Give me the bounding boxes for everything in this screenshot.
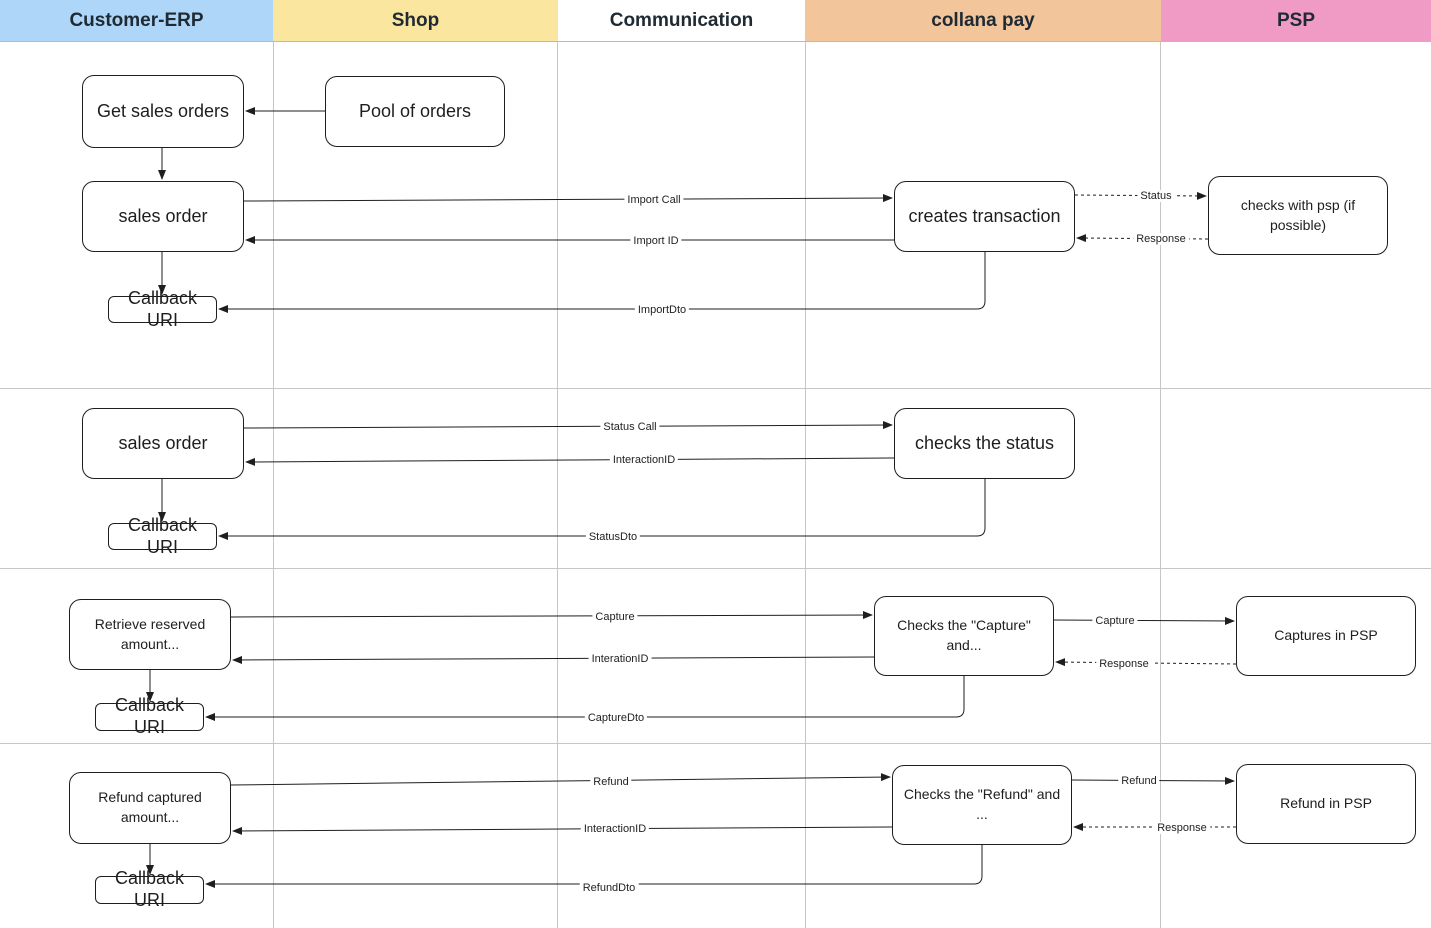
node-refund-in-psp[interactable]: Refund in PSP	[1236, 764, 1416, 844]
node-callback-uri-status[interactable]: Callback URI	[108, 515, 217, 557]
edge-status-1	[1074, 191, 1207, 200]
edge-label-interaction-id-refund: InteractionID	[580, 823, 650, 835]
node-refund-captured-amount[interactable]: Refund captured amount...	[69, 772, 231, 844]
edge-label-status: Status	[1137, 190, 1175, 202]
edge-label-status-call: Status Call	[600, 421, 660, 433]
node-sales-order-status[interactable]: sales order	[82, 408, 244, 479]
edge-label-import-dto: ImportDto	[634, 304, 690, 316]
lane-divider	[805, 42, 806, 928]
edge-status-dto	[218, 479, 986, 540]
section-divider	[0, 568, 1431, 569]
lane-header-collana-pay: collana pay	[805, 0, 1161, 42]
edge-label-refund: Refund	[590, 776, 632, 788]
edge-response-1	[1076, 234, 1209, 243]
node-sales-order-import[interactable]: sales order	[82, 181, 244, 252]
lane-header-communication: Communication	[558, 0, 805, 42]
edge-label-interaction-id: InteractionID	[609, 454, 679, 466]
edge-interaction-id-2	[232, 826, 893, 835]
lane-label: PSP	[1276, 9, 1316, 31]
edge-capture-2	[1053, 616, 1235, 625]
node-get-sales-orders[interactable]: Get sales orders	[82, 75, 244, 148]
edge-import-call	[243, 194, 893, 203]
edge-label-import-id: Import ID	[630, 235, 682, 247]
node-checks-refund[interactable]: Checks the "Refund" and ...	[892, 765, 1072, 845]
lane-divider	[273, 42, 274, 928]
lane-label: Communication	[609, 9, 754, 31]
edge-label-refund-dto: RefundDto	[579, 882, 639, 894]
edge-capture-dto	[205, 676, 965, 721]
edge-label-import-call: Import Call	[624, 194, 684, 206]
lane-label: Shop	[391, 9, 440, 31]
section-divider	[0, 743, 1431, 744]
edge-label-status-dto: StatusDto	[585, 531, 641, 543]
node-pool-of-orders[interactable]: Pool of orders	[325, 76, 505, 147]
edge-interation-id	[232, 655, 875, 664]
edge-label-capture-psp: Capture	[1092, 615, 1138, 627]
lane-header-psp: PSP	[1161, 0, 1431, 42]
section-divider	[0, 388, 1431, 389]
edge-label-capture: Capture	[592, 611, 638, 623]
lane-divider	[557, 42, 558, 928]
node-checks-capture[interactable]: Checks the "Capture" and...	[874, 596, 1054, 676]
lane-header-shop: Shop	[273, 0, 558, 42]
node-captures-in-psp[interactable]: Captures in PSP	[1236, 596, 1416, 676]
edge-interaction-id-1	[245, 457, 895, 466]
node-retrieve-reserved-amount[interactable]: Retrieve reserved amount...	[69, 599, 231, 670]
edge-label-response-capture: Response	[1096, 658, 1152, 670]
edge-import-dto	[218, 252, 986, 313]
node-checks-with-psp[interactable]: checks with psp (if possible)	[1208, 176, 1388, 255]
edge-status-call	[243, 421, 893, 430]
lane-divider	[1160, 42, 1161, 928]
lane-label: Customer-ERP	[69, 9, 204, 31]
node-checks-the-status[interactable]: checks the status	[894, 408, 1075, 479]
edge-label-capture-dto: CaptureDto	[584, 712, 648, 724]
edge-label-refund-psp: Refund	[1118, 775, 1160, 787]
edge-label-response: Response	[1133, 233, 1189, 245]
node-creates-transaction[interactable]: creates transaction	[894, 181, 1075, 252]
edge-capture-1	[230, 611, 873, 620]
node-callback-uri-import[interactable]: Callback URI	[108, 288, 217, 330]
edge-label-response-refund: Response	[1154, 822, 1210, 834]
node-callback-uri-refund[interactable]: Callback URI	[95, 868, 204, 910]
edge-refund-dto	[205, 845, 983, 888]
lane-header-customer-erp: Customer-ERP	[0, 0, 273, 42]
edge-label-interation-id: InterationID	[588, 653, 652, 665]
edge-refund-1	[230, 773, 891, 786]
node-callback-uri-capture[interactable]: Callback URI	[95, 695, 204, 737]
lane-label: collana pay	[931, 9, 1035, 31]
